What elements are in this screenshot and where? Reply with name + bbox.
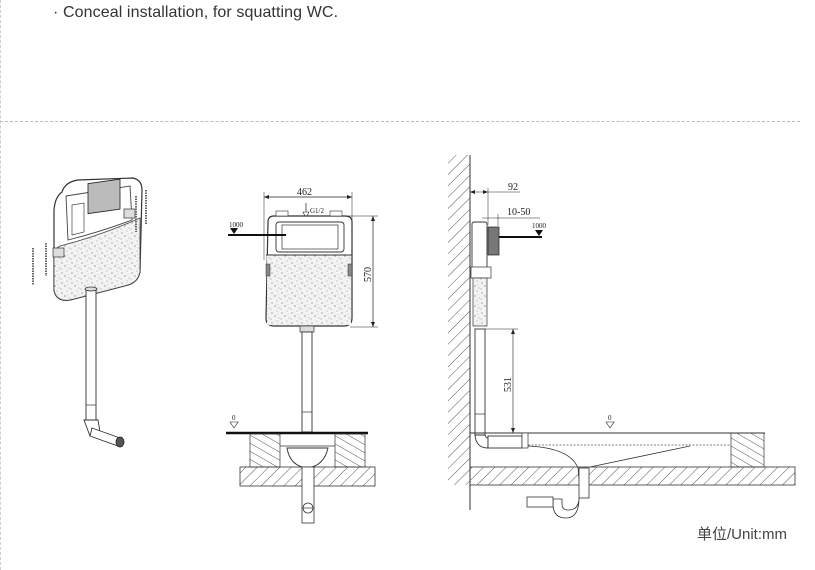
front-flush-pipe [301,331,313,433]
side-view: 92 10-50 1000 531 0 [448,155,796,519]
isometric-view [32,177,147,448]
side-floor-level-icon [605,421,615,429]
s-trap [552,497,580,519]
trap-outlet [526,496,554,508]
height-dimension-label: 570 [363,267,374,282]
page-left-border [0,0,1,570]
level-marker-icon [230,228,238,234]
bracket-right [123,208,136,219]
floor-level-icon [229,421,239,429]
inlet-label: G1/2 [310,207,325,215]
mounting-rails [32,190,147,285]
drain-pipe [301,466,315,524]
flush-pipe [85,289,97,421]
width-dimension-label: 462 [297,187,312,198]
floor-support-right [334,433,366,468]
floor-support-left [249,433,281,468]
pipe-outlet [89,427,121,447]
water-level-label: 1000 [229,221,244,229]
tank-inner-frame [87,178,121,215]
tank-lower-fill [53,217,141,301]
side-level-marker-icon [535,230,543,236]
side-water-level-label: 1000 [532,222,547,230]
floor-level-label: 0 [232,414,236,422]
flush-panel-side [487,226,500,256]
feature-text: Conceal installation, for squatting WC. [62,4,339,21]
side-horizontal-pipe [487,435,523,449]
side-floor-support [730,432,765,468]
inlet-arrow-icon [302,211,310,219]
side-floor-level-label: 0 [608,414,612,422]
feature-bullet: · Conceal installation, for squatting WC… [53,4,338,22]
bracket-left [52,247,65,258]
floor-slab-side [469,466,796,486]
unit-label: 单位/Unit:mm [697,526,788,543]
wall-hatch [448,155,470,485]
side-flush-pipe [474,328,486,436]
squat-pan [286,447,329,469]
depth-dimension-label: 92 [508,182,518,193]
panel-range-label: 10-50 [507,207,530,218]
bullet-dot: · [53,4,59,21]
section-divider [0,121,800,122]
front-view: 462 G1/2 570 1000 0 [226,187,378,524]
pipe-height-label: 531 [503,377,514,392]
